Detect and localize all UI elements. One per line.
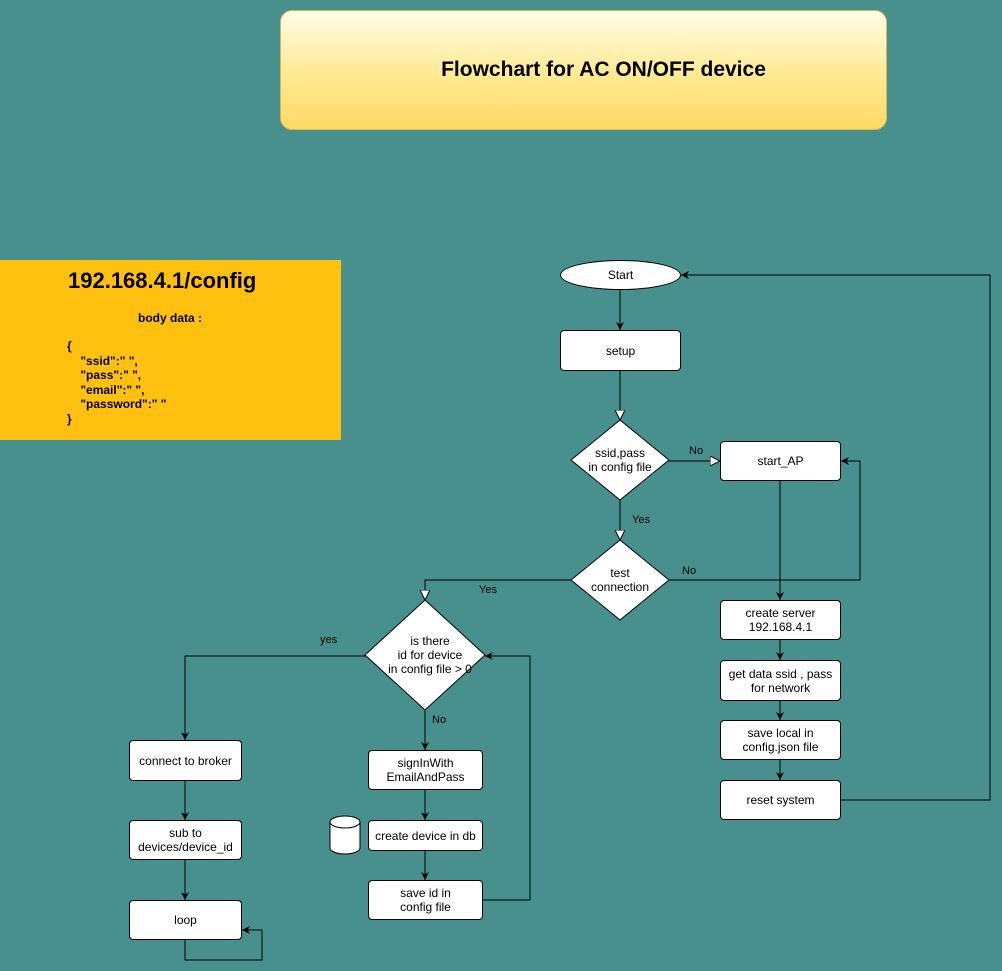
diagram-title: Flowchart for AC ON/OFF device [441, 58, 766, 81]
reset-system-node: reset system [720, 780, 841, 820]
edge-label-no-ssid: No [689, 445, 704, 457]
test-connection-label: test connection [590, 566, 650, 594]
edge-label-yes-id: yes [320, 634, 338, 646]
start-ap-node: start_AP [720, 441, 841, 481]
decision-ssid-diamond [570, 419, 670, 501]
ssid-check-label: ssid,pass in config file [588, 446, 652, 474]
loop-node: loop [129, 900, 242, 940]
config-body-label: body data : [138, 311, 203, 325]
edge-test-startap [669, 457, 861, 581]
save-id-node: save id in config file [368, 880, 483, 920]
sub-to-node: sub to devices/device_id [129, 820, 242, 860]
edge-label-yes-ssid: Yes [632, 514, 650, 526]
edge-reset-start [681, 271, 991, 801]
start-node: Start [560, 260, 681, 290]
sign-in-node: signInWith EmailAndPass [368, 750, 483, 790]
edge-idcheck-broker [181, 655, 366, 740]
edge-loop-self [184, 926, 263, 961]
id-check-label: is there id for device in config file > … [388, 634, 472, 676]
title-box: Flowchart for AC ON/OFF device [280, 10, 887, 130]
edge-label-yes-test: Yes [479, 584, 497, 596]
edge-saveid-idcheck [483, 652, 531, 901]
config-json-body: { "ssid":" ", "pass":" ", "email":" ", "… [67, 339, 167, 426]
edge-test-idcheck [425, 579, 571, 600]
connect-broker-node: connect to broker [129, 740, 242, 781]
create-server-node: create server 192.168.4.1 [720, 600, 841, 640]
edge-label-no-test: No [682, 565, 697, 577]
database-icon [329, 815, 361, 855]
config-url: 192.168.4.1/config [68, 268, 257, 293]
save-local-node: save local in config.json file [720, 720, 841, 760]
setup-node: setup [560, 330, 681, 371]
create-device-node: create device in db [368, 820, 483, 851]
config-note: 192.168.4.1/config body data : { "ssid":… [0, 260, 341, 440]
get-data-node: get data ssid , pass for network [720, 660, 841, 701]
edge-label-no-id: No [432, 714, 447, 726]
decision-id-diamond [364, 599, 486, 711]
decision-test-diamond [570, 539, 670, 621]
